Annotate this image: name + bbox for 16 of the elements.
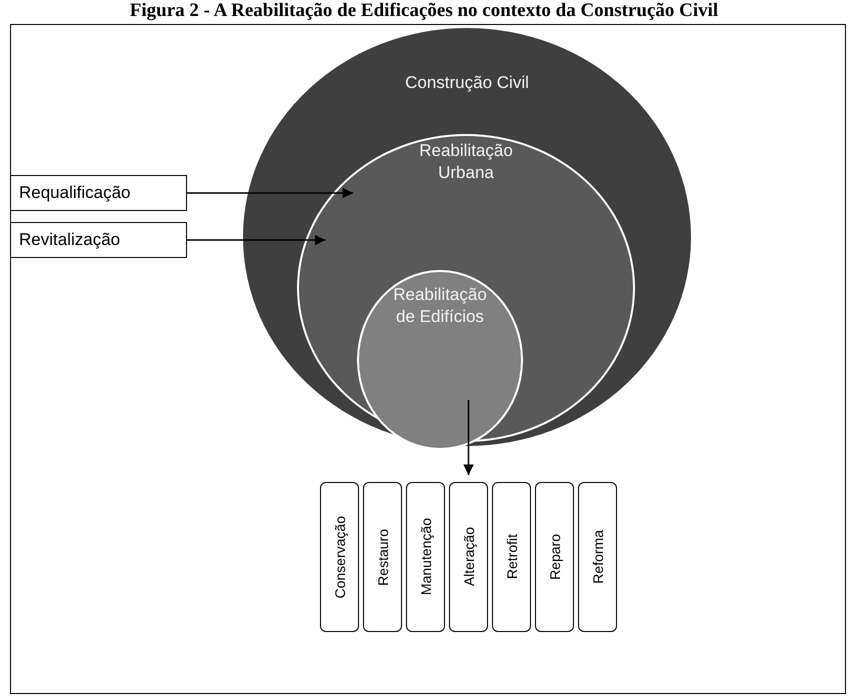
circle-label: Reabilitação de Edifícios	[392, 284, 488, 328]
category-box: Restauro	[363, 482, 402, 632]
category-box: Retrofit	[492, 482, 531, 632]
category-box: Conservação	[320, 482, 359, 632]
category-box: Reparo	[535, 482, 574, 632]
arrow	[463, 400, 474, 475]
category-box: Alteração	[449, 482, 488, 632]
figure-title: Figura 2 - A Reabilitação de Edificações no contexto da Construção Civil	[128, 0, 720, 22]
circle-label: Reabilitação Urbana	[418, 140, 514, 184]
category-box: Manutenção	[406, 482, 445, 632]
label-box: Revitalização	[10, 222, 187, 258]
category-box: Reforma	[578, 482, 617, 632]
circle-label: Construção Civil	[404, 72, 530, 94]
arrow	[187, 188, 353, 198]
label-box: Requalificação	[10, 175, 187, 211]
arrow	[187, 234, 326, 246]
